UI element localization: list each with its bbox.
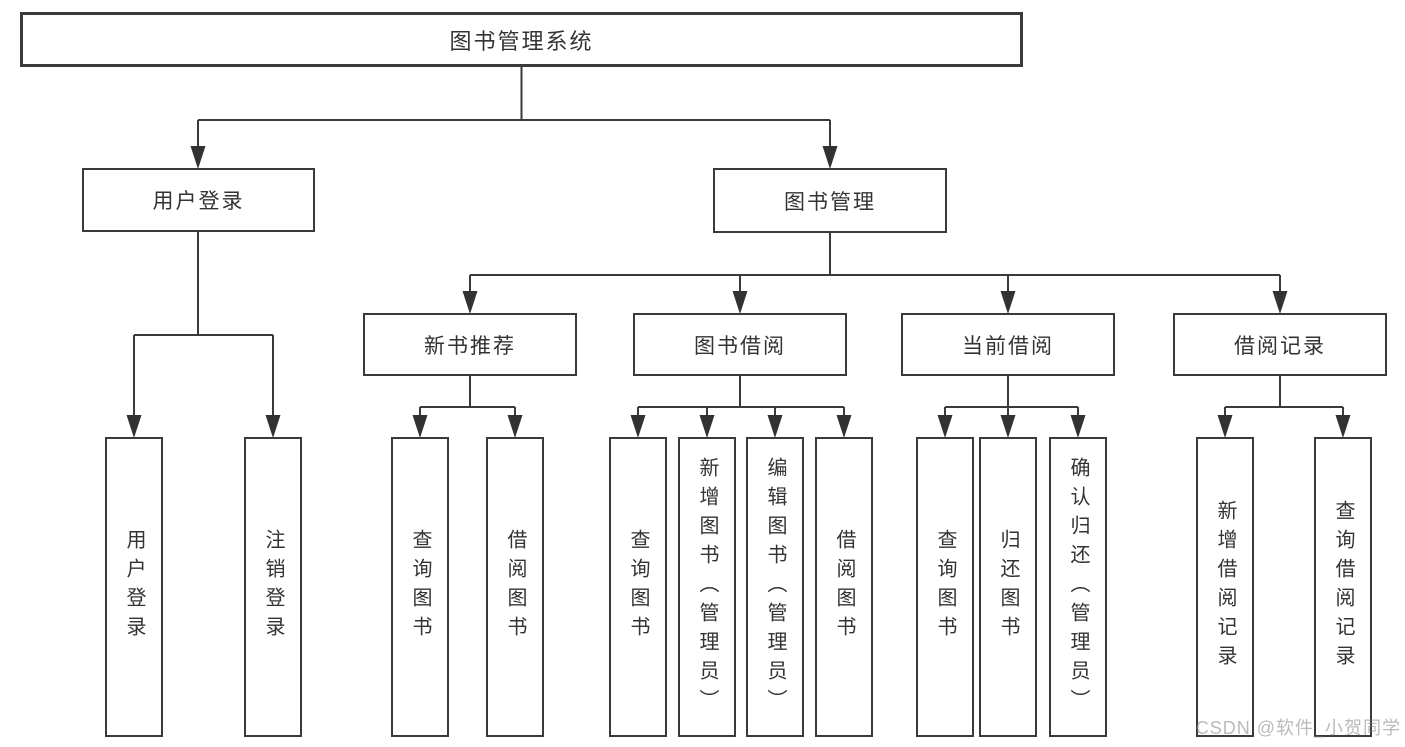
leaf-cb-confirm-return-admin: 确认归还（管理员） (1049, 437, 1107, 737)
leaf-nbr-borrow-books-label: 借阅图书 (504, 529, 526, 645)
leaf-bb-add-books-admin-label: 新增图书（管理员） (696, 456, 718, 718)
leaf-bb-query-books: 查询图书 (609, 437, 667, 737)
leaf-logout-label: 注销登录 (262, 529, 284, 645)
node-book-management: 图书管理 (713, 168, 947, 233)
leaf-bb-edit-books-admin: 编辑图书（管理员） (746, 437, 804, 737)
node-new-book-recommend: 新书推荐 (363, 313, 577, 376)
leaf-br-add-record-label: 新增借阅记录 (1214, 500, 1236, 674)
leaf-bb-query-books-label: 查询图书 (627, 529, 649, 645)
node-borrow-records-label: 借阅记录 (1234, 334, 1326, 358)
node-library-management-system: 图书管理系统 (20, 12, 1023, 67)
leaf-cb-query-books-label: 查询图书 (934, 529, 956, 645)
leaf-bb-edit-books-admin-label: 编辑图书（管理员） (764, 456, 786, 718)
watermark: CSDN @软件_小贺同学 (1195, 718, 1401, 738)
leaf-br-query-record-label: 查询借阅记录 (1332, 500, 1354, 674)
leaf-bb-borrow-books: 借阅图书 (815, 437, 873, 737)
leaf-cb-query-books: 查询图书 (916, 437, 974, 737)
leaf-cb-confirm-return-admin-label: 确认归还（管理员） (1067, 456, 1089, 718)
leaf-nbr-query-books: 查询图书 (391, 437, 449, 737)
leaf-bb-add-books-admin: 新增图书（管理员） (678, 437, 736, 737)
node-current-borrow: 当前借阅 (901, 313, 1115, 376)
leaf-nbr-borrow-books: 借阅图书 (486, 437, 544, 737)
leaf-user-login: 用户登录 (105, 437, 163, 737)
node-user-login-label: 用户登录 (152, 190, 245, 213)
leaf-br-query-record: 查询借阅记录 (1314, 437, 1372, 737)
node-borrow-records: 借阅记录 (1173, 313, 1387, 376)
node-library-management-system-label: 图书管理系统 (449, 28, 594, 54)
leaf-br-add-record: 新增借阅记录 (1196, 437, 1254, 737)
node-book-management-label: 图书管理 (784, 190, 876, 214)
leaf-user-login-label: 用户登录 (123, 529, 145, 645)
leaf-cb-return-books-label: 归还图书 (997, 529, 1019, 645)
leaf-cb-return-books: 归还图书 (979, 437, 1037, 737)
node-book-borrow-label: 图书借阅 (694, 334, 786, 358)
node-new-book-recommend-label: 新书推荐 (424, 334, 516, 358)
leaf-nbr-query-books-label: 查询图书 (409, 529, 431, 645)
leaf-logout: 注销登录 (244, 437, 302, 737)
node-current-borrow-label: 当前借阅 (962, 334, 1054, 358)
node-book-borrow: 图书借阅 (633, 313, 847, 376)
leaf-bb-borrow-books-label: 借阅图书 (833, 529, 855, 645)
node-user-login: 用户登录 (82, 168, 315, 232)
